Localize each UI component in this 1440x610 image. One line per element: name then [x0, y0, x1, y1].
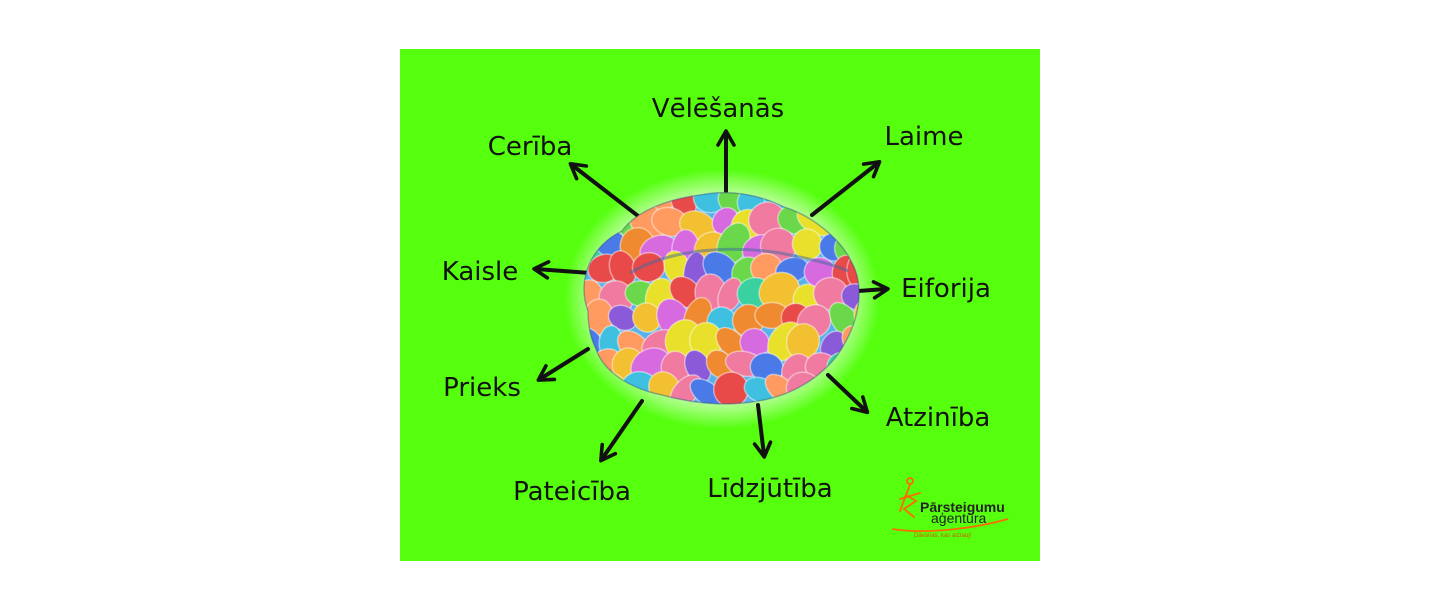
label-atziniba: Atzinība [886, 403, 991, 433]
label-lidzjutiba: Līdzjūtība [707, 474, 832, 504]
label-eiforija: Eiforija [901, 274, 991, 304]
emotion-labels: Vēlēšanās Laime Eiforija Atzinība Līdzjū… [442, 94, 991, 507]
label-kaisle: Kaisle [442, 257, 519, 287]
arrow-lidzjutiba [752, 403, 773, 459]
arrow-prieks [536, 347, 590, 382]
arrows [532, 129, 890, 463]
logo: Pārsteigumu aģentūra Dāvanas, kas aizrau… [891, 477, 1009, 539]
arrow-laime [810, 159, 882, 217]
label-prieks: Prieks [443, 373, 521, 403]
brain-patch [791, 228, 824, 261]
arrow-eiforija [856, 280, 890, 300]
logo-tagline: Dāvanas, kas aizrauj! [914, 533, 972, 539]
arrow-atzinība [826, 373, 870, 415]
label-pateiciba: Pateicība [513, 477, 631, 507]
logo-name: Pārsteigumu [920, 499, 1005, 515]
emotion-diagram: Vēlēšanās Laime Eiforija Atzinība Līdzjū… [442, 94, 1009, 539]
label-ceriba: Cerība [488, 132, 573, 162]
label-velesanas: Vēlēšanās [652, 94, 784, 124]
poster: Vēlēšanās Laime Eiforija Atzinība Līdzjū… [400, 49, 1040, 561]
arrow-ceriba [568, 161, 644, 221]
arrow-pateiciba [599, 399, 644, 463]
logo-figure-icon [899, 477, 921, 518]
arrow-kaisle [532, 260, 592, 280]
logo-swoosh [891, 518, 1009, 532]
logo-sub: aģentūra [931, 510, 986, 526]
label-laime: Laime [885, 122, 964, 152]
